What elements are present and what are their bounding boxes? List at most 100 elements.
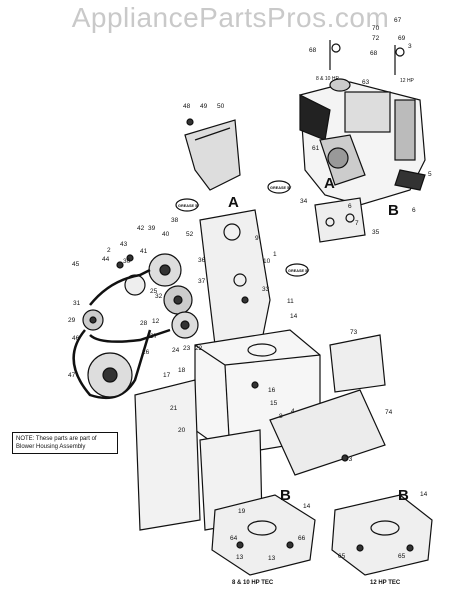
callout-5: 5 bbox=[428, 171, 432, 178]
callout-11: 11 bbox=[287, 298, 294, 305]
blower-housing-note: NOTE: These parts are part of Blower Hou… bbox=[12, 432, 118, 454]
callout-65: 65 bbox=[338, 553, 346, 560]
callout-6: 6 bbox=[348, 203, 352, 210]
side-shield bbox=[269, 334, 386, 476]
callout-40: 40 bbox=[162, 231, 170, 238]
watermark: AppliancePartsPros.com bbox=[71, 2, 390, 33]
callout-19: 19 bbox=[238, 508, 246, 515]
callout-67: 67 bbox=[394, 17, 402, 24]
callout-44: 44 bbox=[102, 256, 110, 263]
grease-tag bbox=[267, 180, 291, 194]
callout-65: 65 bbox=[398, 553, 406, 560]
section-label-b: B bbox=[398, 487, 409, 504]
callout-16: 16 bbox=[268, 387, 276, 394]
callout-36: 36 bbox=[198, 257, 206, 264]
engine-mounting-plate bbox=[314, 197, 366, 243]
callout-41: 41 bbox=[140, 248, 148, 255]
callout-12: 12 bbox=[152, 318, 160, 325]
callout-18: 18 bbox=[178, 367, 186, 374]
callout-14: 14 bbox=[303, 503, 311, 510]
callout-39: 39 bbox=[148, 225, 156, 232]
callout-33: 33 bbox=[262, 286, 270, 293]
grease-label: GREASE 57 bbox=[288, 269, 309, 273]
callout-32: 32 bbox=[155, 293, 163, 300]
callout-72: 72 bbox=[372, 35, 380, 42]
main-housing bbox=[134, 329, 321, 531]
callout-73: 73 bbox=[350, 329, 358, 336]
callout-68: 68 bbox=[309, 47, 317, 54]
callout-13: 13 bbox=[268, 555, 276, 562]
grease-label: GREASE 57 bbox=[178, 204, 199, 208]
section-label-a: A bbox=[228, 194, 239, 211]
callout-46: 46 bbox=[72, 335, 80, 342]
callout-45: 45 bbox=[72, 261, 80, 268]
callout-3: 3 bbox=[408, 43, 412, 50]
callout-23: 23 bbox=[183, 345, 191, 352]
callout-69: 69 bbox=[398, 35, 406, 42]
callout-20: 20 bbox=[178, 427, 186, 434]
grease-tag bbox=[175, 198, 199, 212]
callout-73: 73 bbox=[345, 456, 353, 463]
section-label-b: B bbox=[388, 202, 399, 219]
callout-50: 50 bbox=[217, 103, 225, 110]
callout-24: 24 bbox=[172, 347, 180, 354]
callout-52: 52 bbox=[186, 231, 194, 238]
callout-2: 2 bbox=[107, 247, 111, 254]
callout-29: 29 bbox=[68, 317, 76, 324]
callout-15: 15 bbox=[270, 400, 278, 407]
hp-label-small: 8 & 10 HP bbox=[316, 76, 339, 82]
section-label-a: A bbox=[324, 175, 335, 192]
callout-31: 31 bbox=[73, 300, 81, 307]
callout-68: 68 bbox=[370, 50, 378, 57]
callout-13: 13 bbox=[236, 554, 244, 561]
callout-35: 35 bbox=[372, 229, 380, 236]
section-label-b: B bbox=[280, 487, 291, 504]
callout-1: 1 bbox=[273, 251, 277, 258]
inset-caption-left: 8 & 10 HP TEC bbox=[232, 580, 274, 586]
large-pulley bbox=[87, 352, 133, 398]
callout-26: 26 bbox=[142, 349, 150, 356]
callout-34: 34 bbox=[300, 198, 308, 205]
callout-42: 42 bbox=[137, 225, 145, 232]
callout-70: 70 bbox=[372, 25, 380, 32]
callout-6: 6 bbox=[412, 207, 416, 214]
callout-74: 74 bbox=[385, 409, 393, 416]
inset-caption-right: 12 HP TEC bbox=[370, 580, 401, 586]
inset-b-left bbox=[211, 494, 316, 576]
frame-bracket bbox=[199, 209, 271, 351]
belt-guard-cover bbox=[184, 119, 241, 191]
callout-43: 43 bbox=[120, 241, 128, 248]
hp-label-large: 12 HP bbox=[400, 78, 415, 84]
callout-63: 63 bbox=[362, 79, 370, 86]
fasteners bbox=[116, 118, 414, 552]
drive-belts bbox=[72, 268, 171, 400]
grease-tag bbox=[285, 263, 309, 277]
pulley-group bbox=[82, 253, 199, 339]
callout-21: 21 bbox=[170, 405, 178, 412]
inset-b-right bbox=[331, 494, 433, 576]
callout-7: 7 bbox=[355, 220, 359, 227]
callout-8: 8 bbox=[279, 413, 283, 420]
callout-61: 61 bbox=[312, 145, 320, 152]
callout-38: 38 bbox=[171, 217, 179, 224]
callout-37: 37 bbox=[198, 278, 206, 285]
callout-28: 28 bbox=[140, 320, 148, 327]
callout-64: 64 bbox=[230, 535, 238, 542]
callout-48: 48 bbox=[183, 103, 191, 110]
callout-10: 10 bbox=[263, 258, 271, 265]
callout-14: 14 bbox=[290, 313, 298, 320]
callout-22: 22 bbox=[195, 345, 203, 352]
callout-49: 49 bbox=[200, 103, 208, 110]
callout-9: 9 bbox=[255, 235, 259, 242]
callout-27: 27 bbox=[150, 333, 158, 340]
engine-assembly bbox=[299, 40, 426, 206]
callout-47: 47 bbox=[68, 372, 76, 379]
callout-30: 30 bbox=[123, 258, 131, 265]
callout-66: 66 bbox=[298, 535, 306, 542]
callout-25: 25 bbox=[150, 288, 158, 295]
grease-label: GREASE 57 bbox=[270, 186, 291, 190]
callout-4: 4 bbox=[291, 408, 295, 415]
callout-17: 17 bbox=[163, 372, 171, 379]
